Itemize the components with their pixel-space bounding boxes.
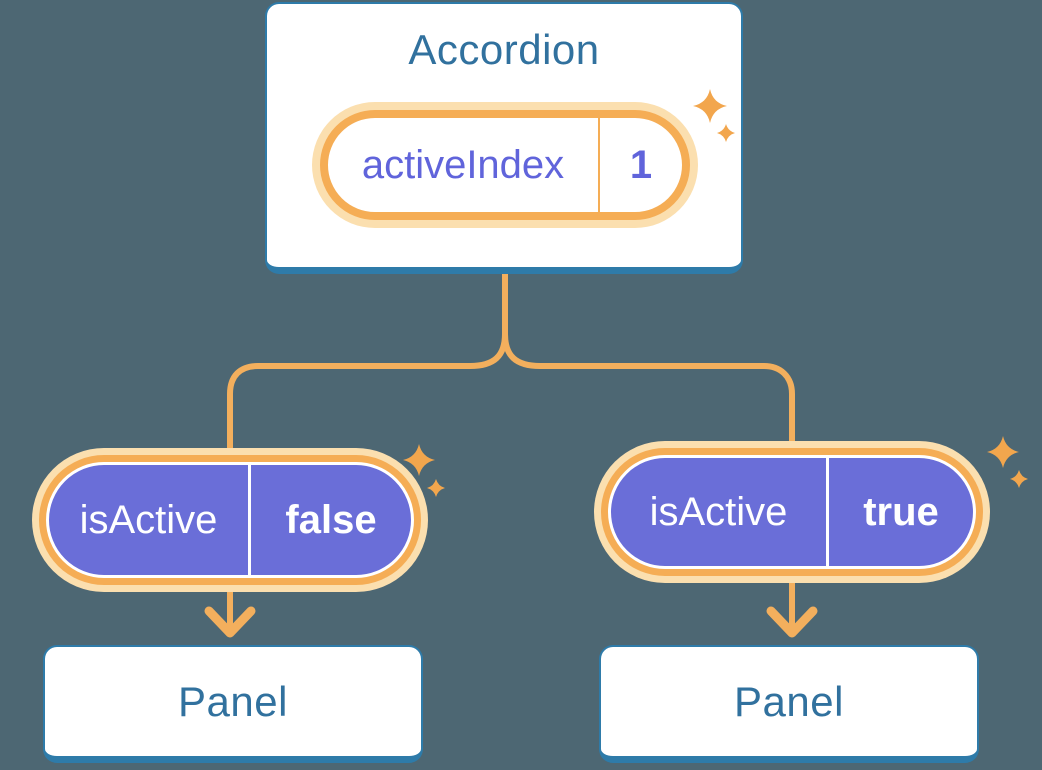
accordion-card: Accordion activeIndex 1 [265,2,743,274]
sparkle-icon [987,436,1019,468]
state-pill-value: 1 [629,142,653,187]
arrow-down-icon [204,606,256,638]
prop-value: true [863,489,939,534]
sparkle-icon [403,444,435,476]
accordion-title: Accordion [408,26,600,73]
sparkle-icon [1010,470,1028,488]
panel-card-left: Panel [43,645,423,763]
connector-branch-left [227,333,508,462]
panel-title: Panel [178,677,288,725]
prop-label: isActive [79,497,218,542]
prop-label: isActive [649,489,788,534]
panel-title: Panel [734,677,844,725]
prop-pill-divider [248,465,251,575]
prop-pill-divider [826,458,829,566]
sparkle-icon [427,479,445,497]
state-pill-label: activeIndex [361,142,565,187]
prop-pill-isactive-true: isActive true [608,455,976,569]
state-pill: activeIndex 1 [320,110,690,220]
connector-branch-right [502,333,795,458]
prop-pill-isactive-false: isActive false [46,462,414,578]
arrow-down-icon [766,606,818,638]
prop-value: false [285,497,377,542]
panel-card-right: Panel [599,645,979,763]
state-pill-divider [598,118,600,212]
